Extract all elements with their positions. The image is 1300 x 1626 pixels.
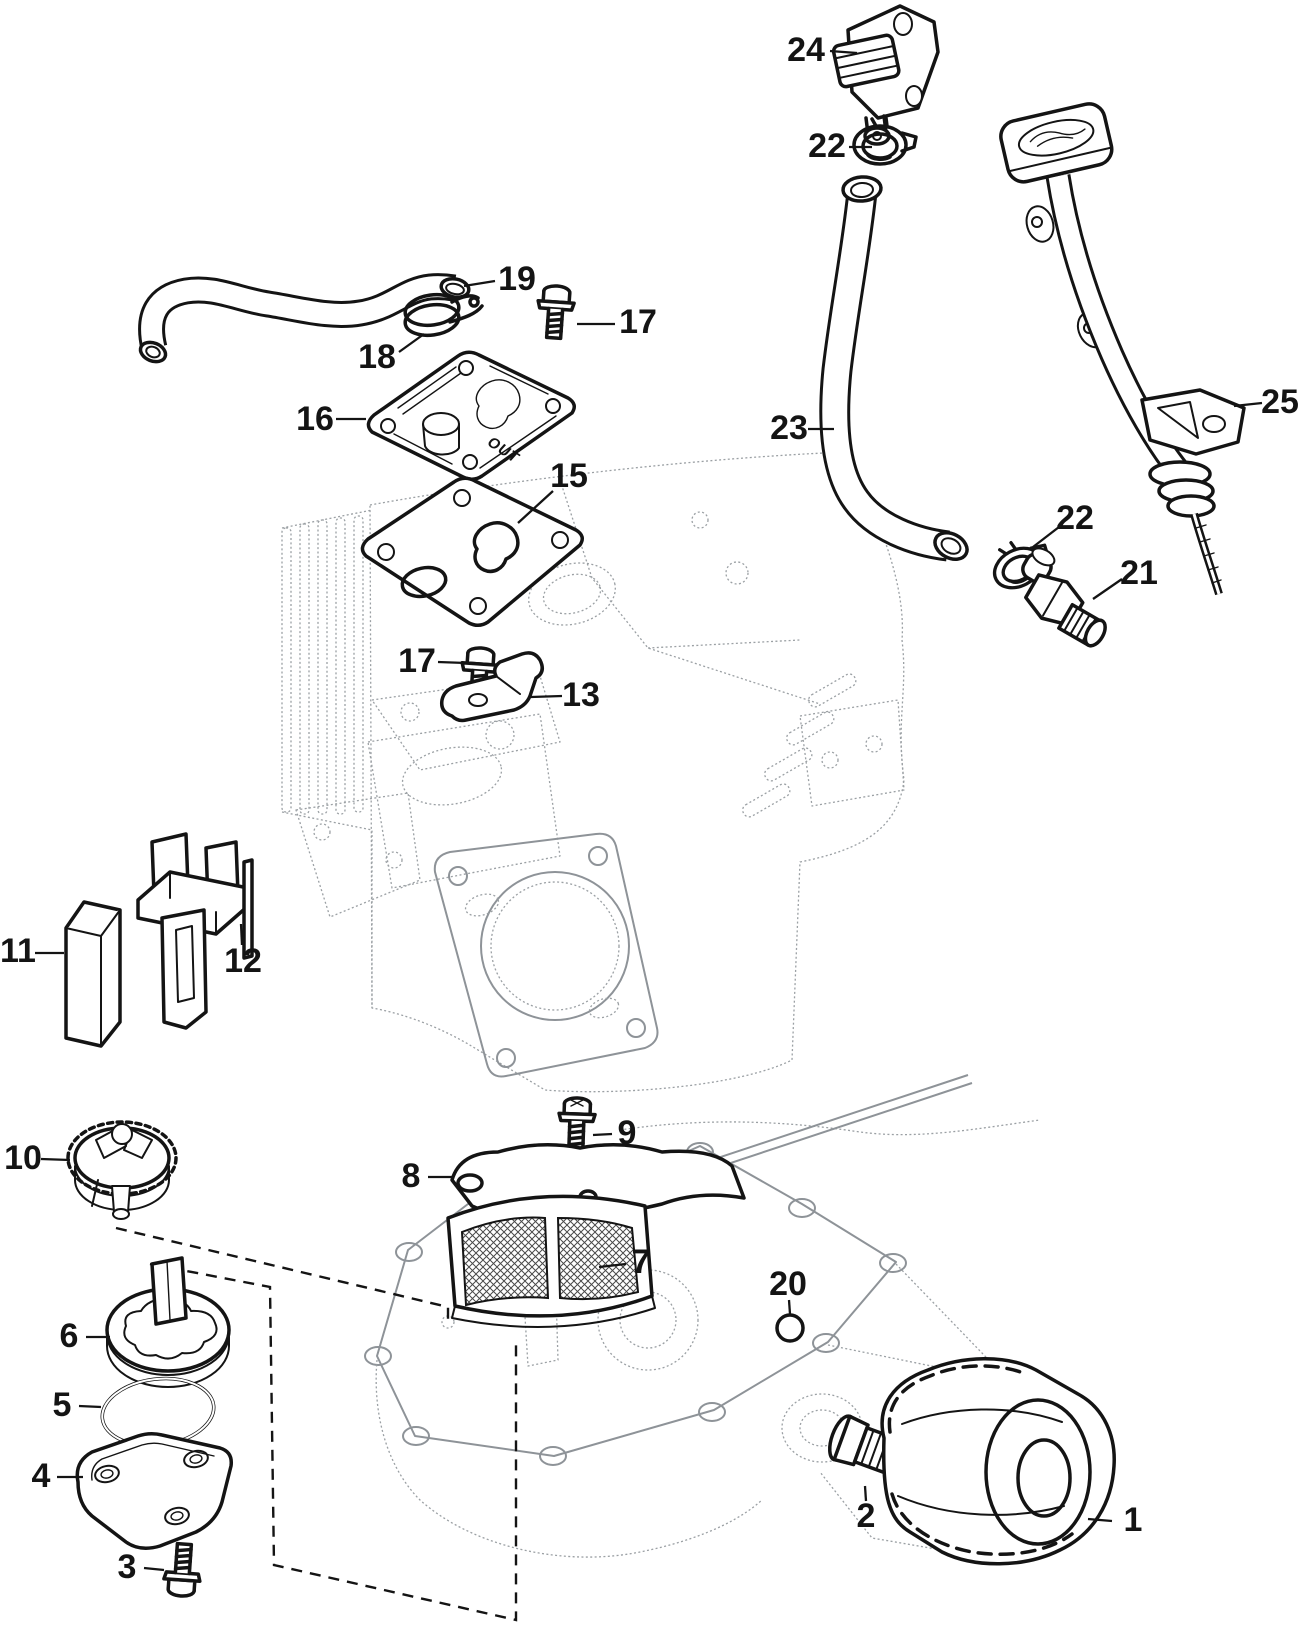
callout-leader-25	[1233, 401, 1263, 408]
callout-label-4: 4	[32, 1457, 51, 1495]
callout-label-18: 18	[358, 338, 396, 376]
callout-leader-2	[863, 1485, 868, 1502]
callout-leader-9	[592, 1132, 613, 1137]
part-17-bolt-top	[533, 283, 577, 341]
part-20-o-ring	[775, 1313, 805, 1343]
callout-leader-1	[1087, 1517, 1113, 1523]
callout-label-1: 1	[1124, 1501, 1143, 1539]
callout-label-23: 23	[770, 409, 808, 447]
part-24-breather-valve	[831, 4, 940, 146]
callout-leader-3	[143, 1566, 165, 1572]
part-13-clip-bracket	[439, 651, 544, 723]
part-9-bolt	[556, 1095, 598, 1153]
part-11-element-block	[64, 900, 122, 1048]
callout-leader-15	[517, 490, 554, 524]
dipstick-cap	[999, 102, 1114, 184]
part-10-governor-gear	[66, 1120, 178, 1220]
callout-leader-17	[437, 660, 467, 665]
part-7-pickup-screen	[446, 1194, 656, 1328]
part-4-pump-cover	[75, 1431, 234, 1550]
part-25-dipstick-tube	[999, 102, 1246, 596]
part-23-drain-hose	[819, 175, 969, 562]
callout-label-19: 19	[498, 260, 536, 298]
callout-label-6: 6	[60, 1317, 79, 1355]
callout-label-24: 24	[787, 31, 825, 69]
part-15-breather-gasket	[360, 476, 584, 627]
callout-leader-12	[239, 923, 244, 946]
callout-leader-10	[40, 1157, 71, 1162]
callout-leader-5	[78, 1404, 102, 1409]
callout-label-20: 20	[769, 1265, 807, 1303]
part-21-fitting	[1021, 547, 1107, 648]
callout-label-17: 17	[619, 303, 657, 341]
part-3-bolt	[161, 1541, 205, 1599]
head-gasket-outline	[433, 832, 659, 1078]
callout-label-21: 21	[1120, 554, 1158, 592]
callout-label-2: 2	[857, 1497, 876, 1535]
callout-label-15: 15	[550, 457, 588, 495]
callout-leader-20	[787, 1299, 792, 1315]
callout-label-8: 8	[402, 1157, 421, 1195]
callout-label-12: 12	[224, 942, 262, 980]
callout-leader-24	[829, 49, 858, 55]
callout-leader-22	[1032, 526, 1060, 548]
callout-label-7: 7	[632, 1243, 651, 1281]
callout-label-17: 17	[398, 642, 436, 680]
callout-label-22: 22	[1056, 499, 1094, 537]
callout-label-11: 11	[0, 932, 36, 970]
callout-leader-13	[530, 694, 563, 699]
callout-label-22: 22	[808, 127, 846, 165]
callout-label-16: 16	[296, 400, 334, 438]
callout-label-5: 5	[53, 1386, 72, 1424]
callout-label-9: 9	[618, 1114, 637, 1152]
callout-leader-19	[463, 279, 496, 288]
callout-label-3: 3	[118, 1548, 137, 1586]
callout-label-25: 25	[1261, 383, 1299, 421]
callout-leader-21	[1092, 578, 1123, 600]
part-19-breather-hose	[138, 273, 471, 364]
part-12-baffle-bracket	[136, 832, 254, 1030]
part-6-pump-rotor	[105, 1256, 231, 1388]
part-18-wire-clamp	[403, 292, 484, 338]
callout-label-13: 13	[562, 676, 600, 714]
part-16-breather-plate: OUT	[366, 350, 576, 481]
callout-label-10: 10	[4, 1139, 42, 1177]
callout-leader-18	[398, 333, 425, 353]
callout-leader-7	[598, 1262, 627, 1269]
crankcase-outline	[281, 451, 905, 1093]
part-1-oil-filter	[880, 1357, 1116, 1566]
